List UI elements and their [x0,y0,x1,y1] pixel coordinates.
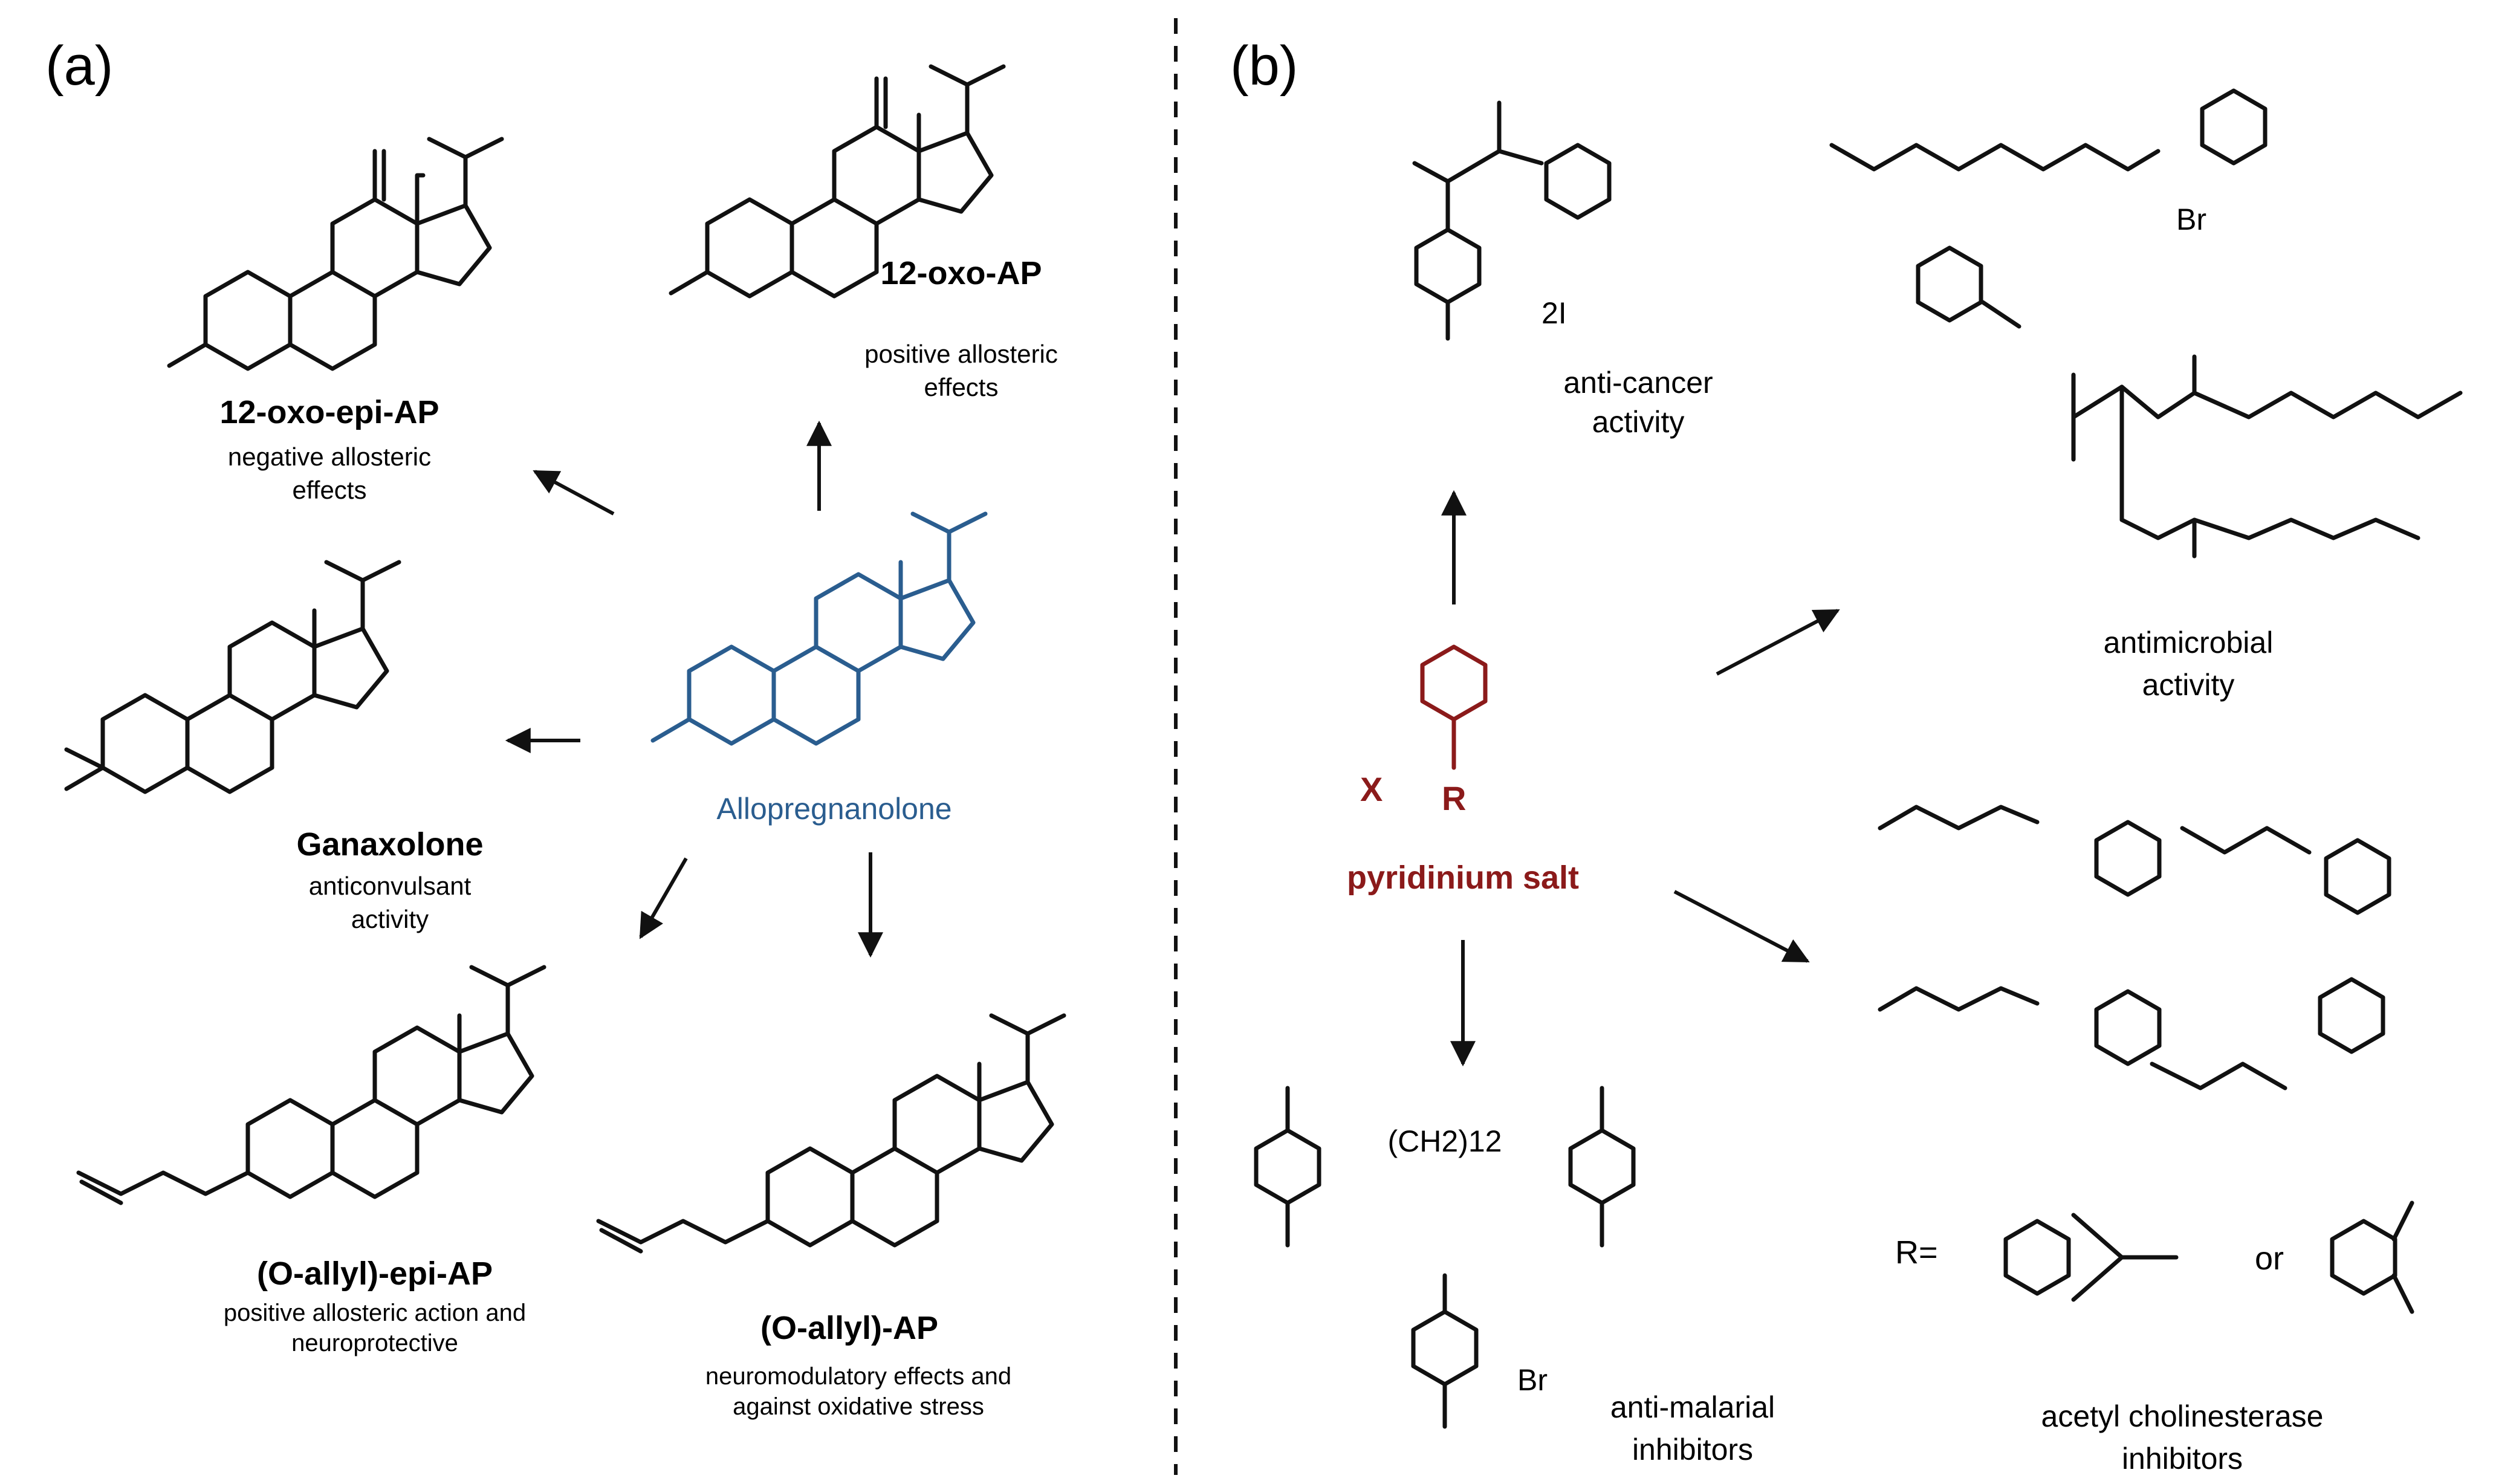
12-oxo-epi-ap-name: 12-oxo-epi-AP [219,394,439,430]
pyridinium-name: pyridinium salt [1347,860,1579,896]
pyridinium-anion: X [1360,770,1383,808]
structure-antimicrobial [1829,91,2463,559]
pyridinium-substituent: R [1442,779,1466,817]
o-allyl-epi-ap-desc-1: positive allosteric action and [224,1300,526,1326]
structure-o-allyl-epi-ap [76,967,544,1205]
structure-anticancer [1412,100,1609,341]
panel-b-label: (b) [1230,35,1298,97]
structure-12-oxo-epi-ap [167,139,502,369]
antimalarial-linker: (CH2)12 [1388,1124,1502,1158]
antimalarial-desc-2: inhibitors [1632,1433,1753,1466]
ache-desc-1: acetyl cholinesterase [2041,1399,2324,1433]
anticancer-desc-2: activity [1592,405,1685,439]
structure-pyridinium-salt [1422,647,1485,770]
ache-desc-2: inhibitors [2122,1442,2243,1476]
12-oxo-ap-desc-2: effects [924,373,999,401]
o-allyl-ap-desc-1: neuromodulatory effects and [705,1363,1011,1390]
ganaxolone-name: Ganaxolone [296,826,483,863]
o-allyl-ap-desc-2: against oxidative stress [733,1393,984,1420]
o-allyl-epi-ap-desc-2: neuroprotective [291,1330,458,1356]
antimicrobial-counterion: Br [2176,203,2206,236]
structure-antimalarial [1256,1086,1633,1429]
arrow-to-antimicrobial [1716,609,1840,676]
arrow-to-o-allyl-epi-ap [639,857,688,939]
12-oxo-epi-ap-desc-2: effects [293,476,367,504]
12-oxo-ap-name: 12-oxo-AP [880,255,1042,291]
ganaxolone-desc-1: anticonvulsant [309,872,472,900]
o-allyl-epi-ap-name: (O-allyl)-epi-AP [257,1256,493,1292]
structure-12-oxo-ap [669,66,1003,296]
ache-or: or [2255,1240,2284,1277]
antimalarial-desc-1: anti-malarial [1610,1390,1775,1424]
antimalarial-counterion: Br [1517,1363,1548,1397]
anticancer-desc-1: anti-cancer [1563,366,1713,400]
structure-ache [1878,805,2414,1314]
12-oxo-ap-desc-1: positive allosteric [864,340,1058,368]
12-oxo-epi-ap-desc-1: negative allosteric [228,442,431,471]
o-allyl-ap-name: (O-allyl)-AP [760,1310,938,1346]
arrow-to-12-oxo-epi-ap [533,470,615,516]
structure-allopregnanolone [650,514,985,744]
structure-ganaxolone [64,562,399,792]
panel-a-label: (a) [45,35,113,97]
ganaxolone-desc-2: activity [351,905,429,933]
anticancer-counterion: 2I [1542,296,1567,330]
ache-r-label: R= [1895,1234,1938,1271]
allopregnanolone-name: Allopregnanolone [716,792,951,826]
arrow-to-ache [1673,890,1810,963]
antimicrobial-desc-2: activity [2142,668,2235,702]
antimicrobial-desc-1: antimicrobial [2104,626,2274,659]
structure-o-allyl-ap [596,1016,1064,1254]
